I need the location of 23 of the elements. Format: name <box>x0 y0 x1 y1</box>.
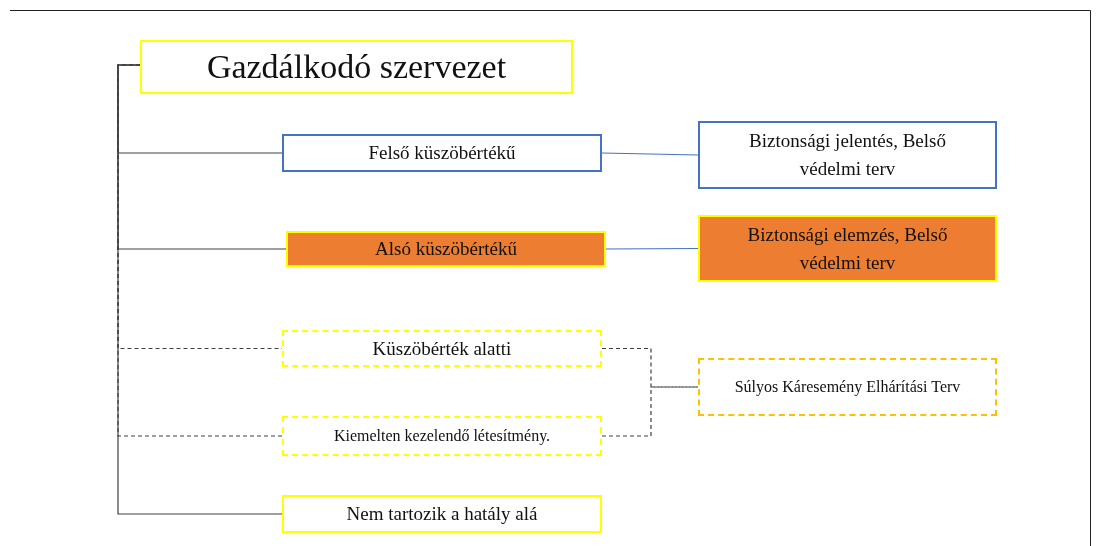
process-box <box>286 231 606 267</box>
process-box <box>282 416 602 456</box>
process-box <box>698 121 997 189</box>
process-box <box>282 330 602 367</box>
connector-line <box>601 152 699 156</box>
node-label: Gazdálkodó szervezet <box>206 47 507 88</box>
process-box <box>698 215 997 282</box>
process-box <box>282 134 602 172</box>
node-label: Küszöbérték alatti <box>372 336 512 361</box>
node-label: Biztonsági jelentés, Belső védelmi terv <box>748 129 947 181</box>
process-box <box>698 358 997 416</box>
process-box <box>140 40 573 94</box>
connector-line <box>605 247 699 250</box>
connector-line <box>117 64 283 515</box>
connector-line <box>601 347 699 388</box>
process-box <box>282 495 602 533</box>
node-label: Kiemelten kezelendő létesítmény. <box>333 426 551 447</box>
node-label: Biztonsági elemzés, Belső védelmi terv <box>746 222 949 275</box>
node-label: Nem tartozik a hatály alá <box>346 502 538 527</box>
connector-line <box>601 386 699 437</box>
node-label: Alsó küszöbértékű <box>375 237 517 262</box>
node-label: Felső küszöbértékű <box>368 141 516 166</box>
node-label: Súlyos Káresemény Elhárítási Terv <box>734 376 961 398</box>
